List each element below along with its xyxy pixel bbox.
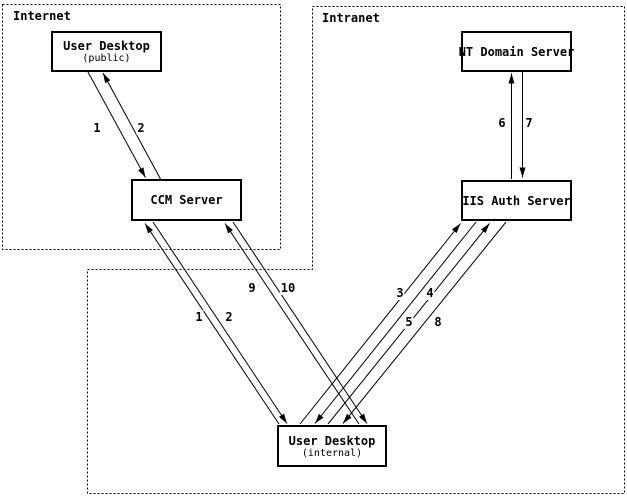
node-label: CCM Server xyxy=(150,193,223,207)
edge-8-iis-to-internal-desktop xyxy=(342,221,507,424)
edge-1-internal-desktop-to-ccm xyxy=(144,223,280,425)
internet-region-label: Internet xyxy=(12,9,72,23)
node-label: IIS Auth Server xyxy=(462,193,571,208)
edge-label-6: 6 xyxy=(497,116,507,130)
intranet-region-border xyxy=(87,6,625,494)
edge-label-2-internal: 2 xyxy=(224,310,234,324)
internet-region-border xyxy=(2,4,281,250)
edge-label-7: 7 xyxy=(524,116,534,130)
node-label: NT Domain Server xyxy=(458,44,575,59)
edge-label-1-public: 1 xyxy=(92,121,102,135)
node-label: User Desktop xyxy=(63,39,150,53)
edge-label-9: 9 xyxy=(247,281,257,295)
edge-label-10: 10 xyxy=(279,281,297,295)
edge-2-ccm-to-internal-desktop xyxy=(152,221,288,424)
node-sublabel: (internal) xyxy=(301,447,363,459)
edge-1-public-desktop-to-ccm xyxy=(87,71,146,178)
node-user-desktop-internal: User Desktop (internal) xyxy=(277,425,387,467)
node-user-desktop-public: User Desktop (public) xyxy=(51,31,162,72)
edge-2-ccm-to-public-desktop xyxy=(102,72,161,180)
edge-label-8: 8 xyxy=(433,315,443,329)
edge-3-internal-desktop-to-iis xyxy=(299,223,461,425)
edge-label-4: 4 xyxy=(425,286,435,300)
edge-label-5: 5 xyxy=(404,315,414,329)
node-sublabel: (public) xyxy=(82,53,131,64)
intranet-region-label: Intranet xyxy=(321,11,381,25)
edge-4-iis-to-internal-desktop xyxy=(314,221,477,424)
edge-10-ccm-to-internal-desktop xyxy=(232,221,368,424)
edge-9-internal-desktop-to-ccm xyxy=(224,223,360,425)
node-iis-auth-server: IIS Auth Server xyxy=(461,180,572,221)
edge-label-3: 3 xyxy=(395,286,405,300)
node-ccm-server: CCM Server xyxy=(131,179,242,221)
edge-label-2-public: 2 xyxy=(136,121,146,135)
node-nt-domain-server: NT Domain Server xyxy=(458,31,575,72)
edge-label-1-internal: 1 xyxy=(194,310,204,324)
node-label: User Desktop xyxy=(288,433,376,448)
